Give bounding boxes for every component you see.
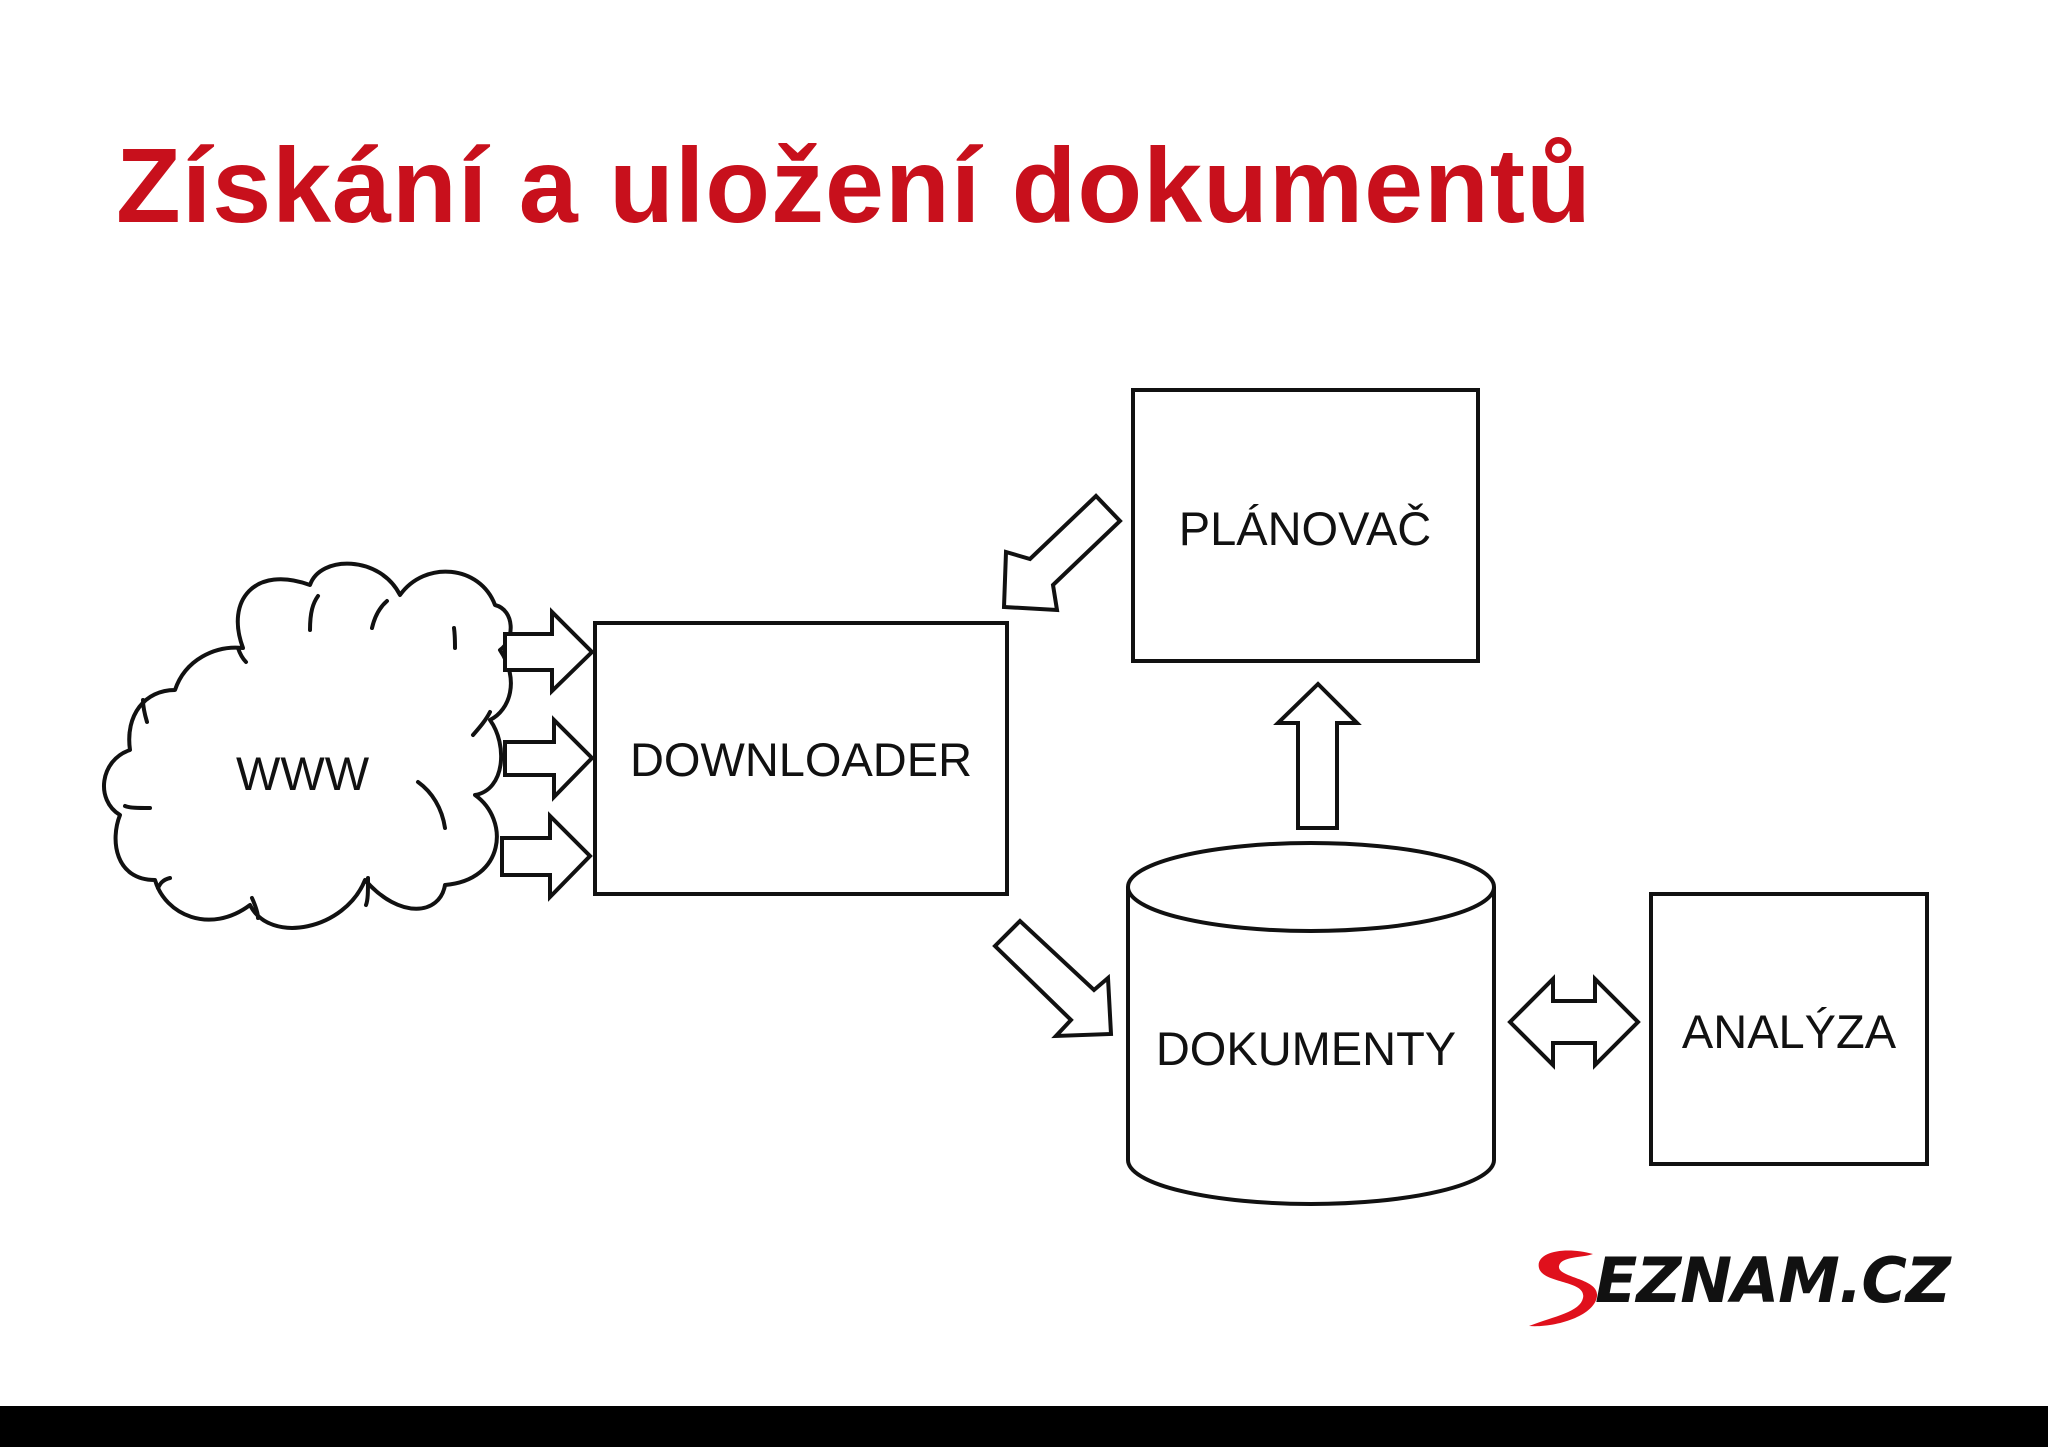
www-cloud-shape <box>102 561 513 930</box>
seznam-logo-text: EZNAM.CZ <box>1595 1244 1951 1317</box>
arrow-up-icon <box>1273 681 1362 830</box>
dokumenty-cylinder-body <box>1126 887 1496 1206</box>
arrow-right-icon <box>500 811 593 902</box>
seznam-s-mark <box>1529 1250 1598 1327</box>
bottom-bar <box>0 1406 2048 1447</box>
analyza-node: ANALÝZA <box>1649 892 1929 1166</box>
downloader-box <box>593 621 1009 896</box>
planovac-node: PLÁNOVAČ <box>1131 388 1480 663</box>
downloader-label: DOWNLOADER <box>630 733 972 786</box>
www-node: WWW <box>102 561 513 930</box>
downloader-node: DOWNLOADER <box>593 621 1009 896</box>
analyza-label: ANALÝZA <box>1682 1005 1897 1058</box>
double-arrow-icon <box>1507 974 1641 1070</box>
dokumenty-node: DOKUMENTY <box>1126 841 1496 1206</box>
analyza-box <box>1649 892 1929 1166</box>
planovac-label: PLÁNOVAČ <box>1179 502 1432 555</box>
arrow-down-right-icon <box>992 918 1114 1039</box>
arrow-down-left-icon <box>1001 493 1123 613</box>
www-to-downloader-arrows <box>500 607 595 902</box>
dokumenty-label: DOKUMENTY <box>1156 1022 1456 1075</box>
page-title: Získání a uložení dokumentů <box>116 127 1592 245</box>
arrow-right-icon <box>503 715 595 802</box>
arrow-right-icon <box>503 607 595 696</box>
flow-diagram: WWW DOWNLOADER PLÁNOVAČ DOKUMENTY <box>102 388 1929 1206</box>
slide: Získání a uložení dokumentů WWW <box>102 127 1951 1336</box>
dokumenty-cylinder-top <box>1126 841 1496 933</box>
planovac-box <box>1131 388 1480 663</box>
seznam-logo: EZNAM.CZ <box>1525 1246 1951 1336</box>
www-label: WWW <box>236 747 370 800</box>
